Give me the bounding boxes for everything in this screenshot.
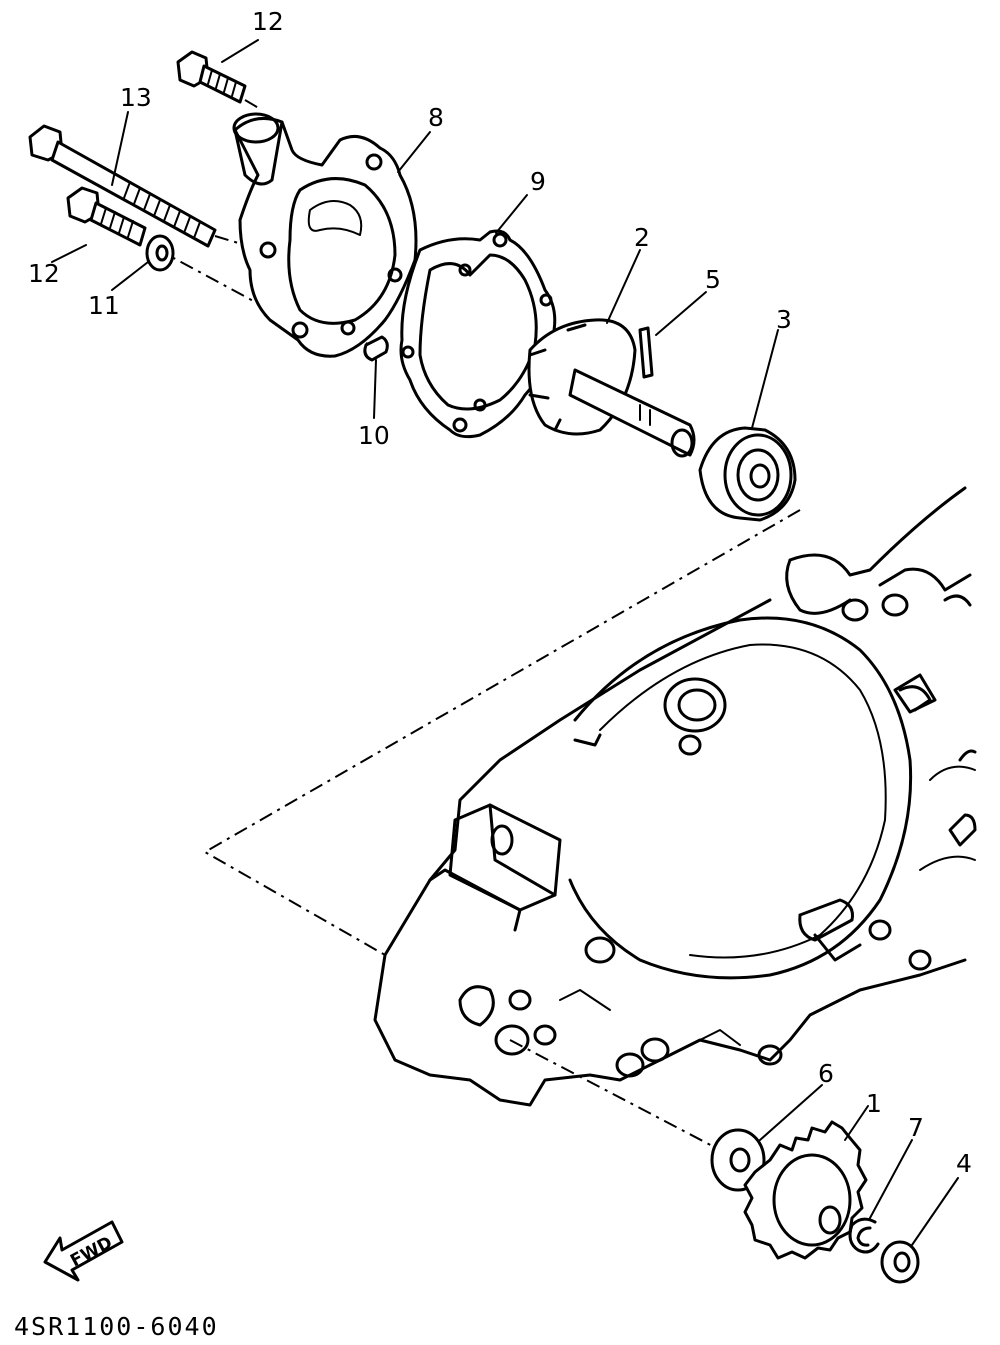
washer-4	[880, 1240, 920, 1284]
callout-9: 9	[530, 167, 546, 196]
gasket-9	[399, 229, 557, 439]
gear-1	[743, 1120, 868, 1260]
callout-11: 11	[88, 291, 120, 320]
callout-3: 3	[776, 305, 792, 334]
water-pump-cover-8	[232, 112, 418, 358]
callout-labels: 12 13 12 11 8 9 2 5 3 10 6 1 7 4	[28, 7, 972, 1178]
crankcase-outline	[373, 486, 977, 1107]
callout-10: 10	[358, 421, 390, 450]
forward-direction-arrow: FWD	[43, 1220, 124, 1282]
callout-2: 2	[634, 223, 650, 252]
bearing-3	[698, 426, 797, 522]
dowel-10	[363, 335, 389, 362]
bolt-13-long	[28, 124, 217, 248]
callout-5: 5	[705, 265, 721, 294]
pin-5	[638, 326, 654, 379]
callout-leaders	[51, 39, 959, 1246]
drawing-code: 4SR1100-6040	[14, 1312, 219, 1341]
circlip-7	[848, 1217, 880, 1254]
impeller-shaft-2	[527, 318, 696, 458]
callout-6: 6	[818, 1059, 834, 1088]
callout-8: 8	[428, 103, 444, 132]
washer-11	[145, 234, 175, 272]
callout-13: 13	[120, 83, 152, 112]
callout-12-upper: 12	[252, 7, 284, 36]
bolt-12-lower	[66, 186, 147, 247]
callout-1: 1	[866, 1089, 882, 1118]
bolt-12-upper	[176, 50, 247, 104]
callout-4: 4	[956, 1149, 972, 1178]
callout-12-lower: 12	[28, 259, 60, 288]
callout-7: 7	[908, 1113, 924, 1142]
